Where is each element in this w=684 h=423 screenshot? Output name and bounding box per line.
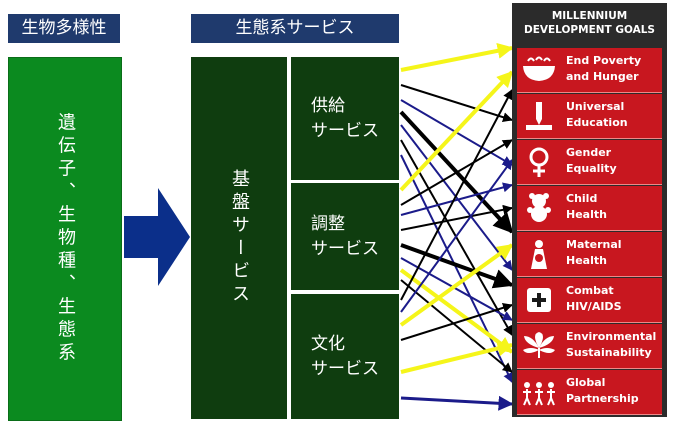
connector-arrow [400, 395, 514, 411]
goal-child-health: Child Health [517, 186, 662, 231]
mdg-panel: MILLENNIUM DEVELOPMENT GOALS End Poverty… [512, 3, 667, 417]
regulating-service-box: 調整 サービス [291, 183, 399, 290]
goal-label-line2: Equality [566, 162, 617, 175]
connector-arrow [400, 279, 513, 373]
connector-arrow [400, 243, 514, 289]
mdg-title: MILLENNIUM DEVELOPMENT GOALS [512, 9, 667, 37]
connector-arrow [400, 257, 513, 321]
connector-arrow [400, 89, 513, 301]
goal-label-line2: Sustainability [566, 346, 652, 359]
mdg-title-line2: DEVELOPMENT GOALS [524, 24, 655, 36]
service-label-line1: 文化 [311, 333, 345, 354]
pencil-book-icon [526, 102, 552, 130]
ecosystem-services-header: 生態系サービス [191, 14, 399, 43]
teddy-bear-icon [527, 193, 551, 222]
base-service-box: 基盤サービス [191, 57, 287, 419]
service-label-line2: サービス [311, 358, 379, 379]
people-icon [523, 382, 555, 406]
goal-label-line1: Global [566, 376, 606, 389]
goal-label-line1: Maternal [566, 238, 622, 251]
goal-combat-hiv: Combat HIV/AIDS [517, 278, 662, 323]
goal-label-line2: and Hunger [566, 70, 639, 83]
cultural-service-box: 文化 サービス [291, 294, 399, 419]
base-service-text: 基盤サービス [229, 169, 250, 307]
female-symbol-icon [529, 147, 549, 177]
bowl-icon [523, 56, 555, 81]
goal-label-line1: Combat [566, 284, 614, 297]
goal-label-line2: Health [566, 208, 607, 221]
connector-arrow [400, 139, 513, 206]
goal-label-line2: Partnership [566, 392, 639, 405]
medical-cross-icon [527, 288, 551, 312]
service-label-line2: サービス [311, 238, 379, 259]
goal-universal-education: Universal Education [517, 94, 662, 139]
mdg-title-line1: MILLENNIUM [551, 10, 628, 22]
goal-label-line1: Environmental [566, 330, 657, 343]
service-label-line1: 供給 [311, 95, 345, 116]
goal-label-line1: Universal [566, 100, 625, 113]
connector-arrow [400, 154, 513, 383]
connector-arrow [400, 182, 513, 216]
connector-arrow [400, 84, 513, 123]
connector-arrow [400, 340, 514, 374]
biodiversity-text: 遺伝子、生物種、生態系 [55, 112, 76, 366]
goal-environmental-sustainability: Environmental Sustainability [517, 324, 662, 369]
goal-label-line1: Gender [566, 146, 612, 159]
mother-icon [531, 240, 547, 269]
service-label-line1: 調整 [311, 213, 345, 234]
goal-maternal-health: Maternal Health [517, 232, 662, 277]
connector-arrow [400, 42, 514, 72]
biodiversity-header: 生物多様性 [8, 14, 120, 43]
goal-end-poverty: End Poverty and Hunger [517, 48, 662, 93]
goal-label-line1: Child [566, 192, 598, 205]
service-label-line2: サービス [311, 120, 379, 141]
connector-arrow [400, 204, 513, 231]
connector-arrow [399, 70, 514, 192]
goal-gender-equality: Gender Equality [517, 140, 662, 185]
provisioning-service-box: 供給 サービス [291, 57, 399, 180]
leaf-icon [523, 332, 555, 358]
connector-arrow [400, 302, 513, 341]
goal-label-line2: Education [566, 116, 628, 129]
big-arrow-icon [124, 188, 190, 286]
goal-label-line2: HIV/AIDS [566, 300, 622, 313]
connector-arrow [400, 124, 513, 271]
biodiversity-box: 遺伝子、生物種、生態系 [8, 57, 122, 421]
connector-arrow [400, 159, 513, 313]
goal-label-line2: Health [566, 254, 607, 267]
connector-arrow [399, 243, 514, 327]
connector-arrow [399, 268, 514, 354]
goal-label-line1: End Poverty [566, 54, 642, 67]
goal-global-partnership: Global Partnership [517, 370, 662, 415]
